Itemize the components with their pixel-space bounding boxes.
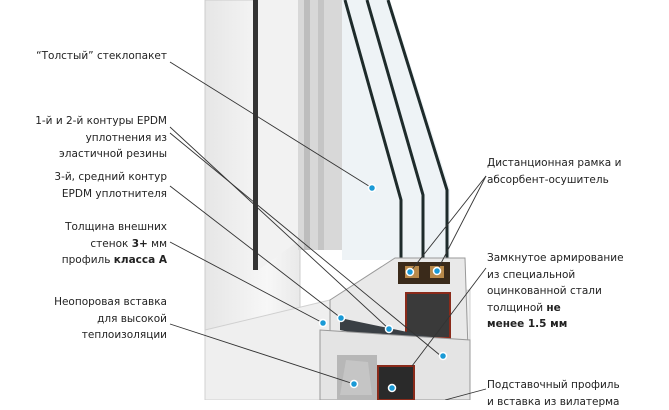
label-line: 3-й, средний контур [54,169,167,186]
label-middle-seal: 3-й, средний контур EPDM уплотнителя [54,169,167,202]
label-line: эластичной резины [35,146,167,163]
sash-reinforcement [406,293,450,338]
label-wall-thickness: Толщина внешних стенок 3+ мм профиль кла… [62,219,167,269]
label-line: Толщина внешних [62,219,167,236]
label-bold: менее 1.5 мм [487,316,624,333]
marker-dot [434,268,441,275]
marker-dot [351,381,358,388]
label-part: мм [148,238,167,250]
marker-dot [386,326,393,333]
marker-dot [369,185,376,192]
label-bold: класса А [114,254,167,266]
label-line: “Толстый” стеклопакет [36,48,167,65]
label-part: стенок [90,238,131,250]
marker-dot [440,353,447,360]
label-line: толщиной не [487,300,624,317]
label-line: 1-й и 2-й контуры EPDM [35,113,167,130]
label-line: Неопоровая вставка [54,294,167,311]
label-line: уплотнения из [35,130,167,147]
marker-dot [389,385,396,392]
label-line: абсорбент-осушитель [487,172,621,189]
label-part: профиль [62,254,114,266]
marker-dot [407,269,414,276]
label-thick-glass: “Толстый” стеклопакет [36,48,167,65]
label-line: EPDM уплотнителя [54,186,167,203]
label-epdm-contours: 1-й и 2-й контуры EPDM уплотнения из эла… [35,113,167,163]
marker-dot [320,320,327,327]
label-line: профиль класса А [62,252,167,269]
label-line: оцинкованной стали [487,283,624,300]
label-reinforcement: Замкнутое армирование из специальной оци… [487,250,624,333]
label-line: Дистанционная рамка и [487,155,621,172]
label-line: для высокой [54,311,167,328]
label-part: толщиной [487,302,546,314]
label-support-profile: Подставочный профиль и вставка из вилате… [487,377,620,410]
label-neopor-insert: Неопоровая вставка для высокой теплоизол… [54,294,167,344]
label-bold: 3+ [132,238,148,250]
label-line: из специальной [487,267,624,284]
sash-edge [253,0,258,270]
frame-reinforcement [378,366,414,400]
label-line: Подставочный профиль [487,377,620,394]
label-line: теплоизоляции [54,327,167,344]
label-line: стенок 3+ мм [62,236,167,253]
glass-unit [342,0,450,260]
marker-dot [338,315,345,322]
label-line: и вставка из вилатерма [487,394,620,410]
label-line: Замкнутое армирование [487,250,624,267]
label-bold: не [546,302,560,314]
label-spacer-frame: Дистанционная рамка и абсорбент-осушител… [487,155,621,188]
